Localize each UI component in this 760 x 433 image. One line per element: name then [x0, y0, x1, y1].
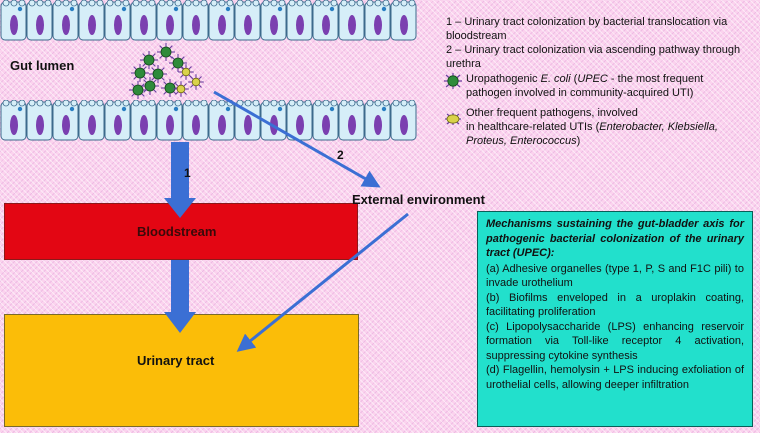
epithelial-cell-icon — [390, 100, 417, 141]
epithelial-cell-icon — [208, 0, 235, 41]
urinary-tract-label: Urinary tract — [137, 353, 215, 368]
epithelial-cell-icon — [312, 0, 339, 41]
spiky-yellow-bacterium-icon — [173, 81, 189, 97]
spiky-green-bacterium-icon — [131, 64, 149, 82]
epithelial-cell-icon — [182, 100, 209, 141]
spiky-yellow-bacterium-icon — [188, 74, 204, 90]
epithelial-cell-icon — [130, 100, 157, 141]
epithelial-cell-icon — [390, 0, 417, 41]
bloodstream-label: Bloodstream — [137, 224, 217, 239]
spiky-green-bacterium-icon — [140, 51, 158, 69]
legend-upec: Uropathogenic E. coli (UPEC - the most f… — [444, 72, 752, 100]
epithelial-cell-icon — [26, 0, 53, 41]
gut-epithelium-top — [0, 0, 417, 41]
epithelial-cell-icon — [0, 0, 27, 41]
route2-number: 2 — [337, 148, 344, 162]
legend-route1: 1 – Urinary tract colonization by bacter… — [446, 16, 728, 42]
epithelial-cell-icon — [104, 0, 131, 41]
epithelial-cell-icon — [130, 0, 157, 41]
epithelial-cell-icon — [182, 0, 209, 41]
epithelial-cell-icon — [52, 100, 79, 141]
legend-other-pathogens: Other frequent pathogens, involved in he… — [445, 106, 752, 148]
mechanism-a: (a) Adhesive organelles (type 1, P, S an… — [486, 262, 744, 290]
spiky-yellow-bacterium-icon — [445, 113, 461, 125]
legend: 1 – Urinary tract colonization by bacter… — [444, 15, 752, 148]
epithelial-cell-icon — [338, 0, 365, 41]
epithelial-cell-icon — [260, 0, 287, 41]
epithelial-cell-icon — [52, 0, 79, 41]
epithelial-cell-icon — [26, 100, 53, 141]
mechanism-d: (d) Flagellin, hemolysin + LPS inducing … — [486, 364, 744, 391]
epithelial-cell-icon — [156, 100, 183, 141]
mechanisms-title: Mechanisms sustaining the gut-bladder ax… — [486, 218, 744, 259]
spiky-green-bacterium-icon — [141, 77, 159, 95]
epithelial-cell-icon — [0, 100, 27, 141]
epithelial-cell-icon — [156, 0, 183, 41]
spiky-green-bacterium-icon — [149, 65, 167, 83]
epithelial-cell-icon — [234, 0, 261, 41]
route1-number: 1 — [184, 166, 191, 180]
urinary-tract-box — [4, 314, 359, 427]
epithelial-cell-icon — [364, 0, 391, 41]
epithelial-cell-icon — [104, 100, 131, 141]
external-environment-label: External environment — [352, 192, 485, 207]
spiky-green-bacterium-icon — [157, 43, 175, 61]
gut-lumen-label: Gut lumen — [10, 58, 75, 73]
legend-route2: 2 – Urinary tract colonization via ascen… — [446, 44, 741, 70]
epithelial-cell-icon — [78, 100, 105, 141]
mechanism-b: (b) Biofilms enveloped in a uroplakin co… — [486, 291, 744, 319]
epithelial-cell-icon — [286, 0, 313, 41]
spiky-green-bacterium-icon — [444, 73, 462, 89]
spiky-green-bacterium-icon — [169, 54, 187, 72]
mechanism-c: (c) Lipopolysaccharide (LPS) enhancing r… — [486, 320, 744, 362]
mechanisms-box: Mechanisms sustaining the gut-bladder ax… — [477, 211, 753, 427]
spiky-green-bacterium-icon — [161, 79, 179, 97]
epithelial-cell-icon — [78, 0, 105, 41]
spiky-green-bacterium-icon — [129, 81, 147, 99]
